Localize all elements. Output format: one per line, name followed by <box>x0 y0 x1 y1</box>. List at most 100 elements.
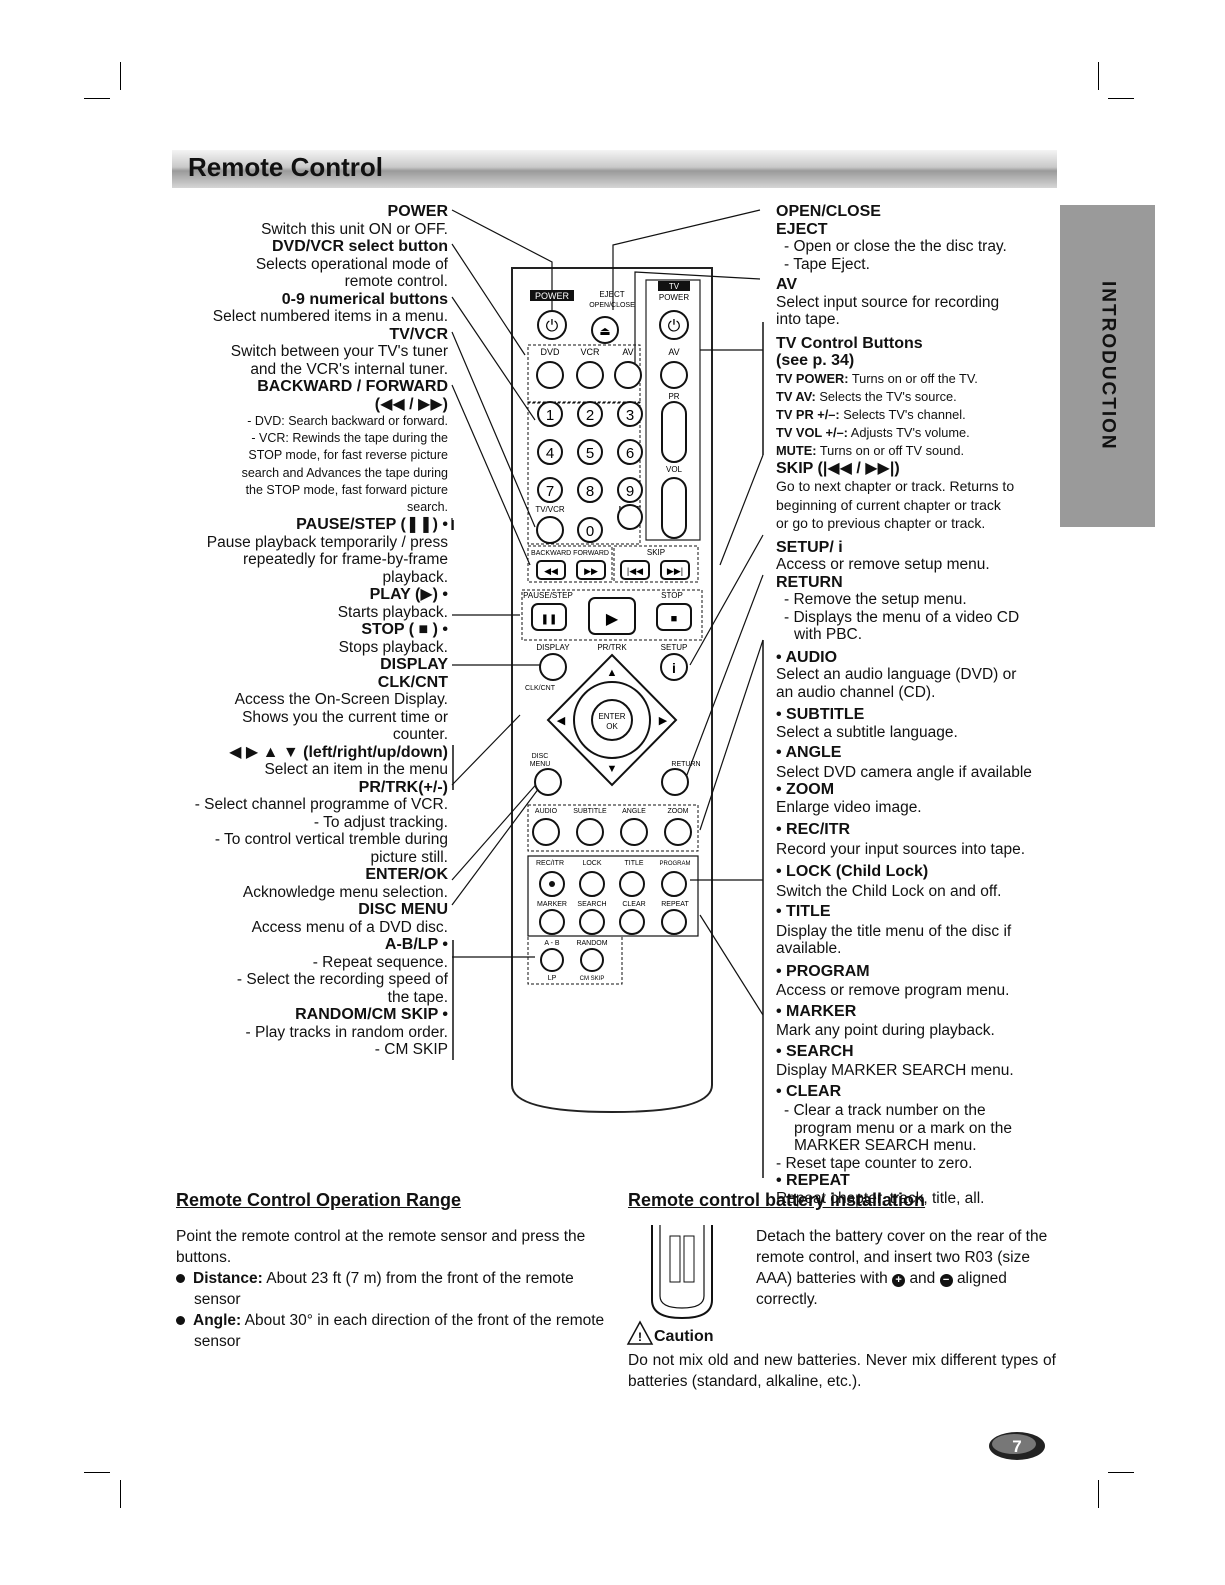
left-label-line: Select an item in the menu <box>264 761 448 779</box>
desc-line: Repeat chapter, track, title, all. <box>776 1189 985 1207</box>
svg-text:▶: ▶ <box>659 715 668 727</box>
remote-tvvcr-label: TV/VCR <box>535 505 565 514</box>
svg-text:▼: ▼ <box>607 763 618 775</box>
left-label-title: POWER <box>387 203 448 220</box>
remote-clear-label: CLEAR <box>622 901 645 908</box>
remote-zoom-label: ZOOM <box>668 808 689 815</box>
desc-line: MARKER SEARCH menu. <box>794 1137 977 1154</box>
desc-line: Select input source for recording <box>776 293 1000 311</box>
remote-menu-label: MENU <box>530 761 551 768</box>
remote-lock-label: LOCK <box>582 860 601 867</box>
left-label-line: Switch between your TV's tuner <box>230 343 448 360</box>
lock-button <box>579 871 605 897</box>
digit-button <box>617 477 643 503</box>
tv-control-desc: Selects TV's channel. <box>839 406 966 422</box>
left-label-line: Shows you the current time or <box>242 708 448 726</box>
skip-fwd-button <box>660 560 690 580</box>
tv-control-desc: Turns on or off the TV. <box>848 370 978 386</box>
left-label-line: - To adjust tracking. <box>313 813 448 831</box>
left-label-title: PR/TRK(+/-) <box>358 778 448 796</box>
battery-and: and <box>909 1270 936 1287</box>
desc-line: - Clear a track number on the <box>784 1102 986 1119</box>
remote-random-label: RANDOM <box>576 940 607 947</box>
vol-rocker <box>661 477 687 539</box>
svg-text:i: i <box>672 660 676 676</box>
label-subtitle: • SUBTITLE <box>776 706 865 723</box>
av-button <box>614 361 642 389</box>
caution-text: Do not mix old and new batteries. Never … <box>628 1352 1056 1390</box>
tv-control-item: TV AV: Selects the TV's source. <box>776 388 1056 406</box>
svg-text:▲: ▲ <box>607 667 618 679</box>
label-title: • TITLE <box>776 903 831 920</box>
tv-control-item: TV PR +/–: Selects TV's channel. <box>776 406 1056 424</box>
program-button <box>661 871 687 897</box>
svg-text:◀◀: ◀◀ <box>544 566 558 576</box>
remote-skip-label: SKIP <box>647 548 665 557</box>
side-tab-label: INTRODUCTION <box>1097 281 1119 451</box>
remote-pause-label: PAUSE/STEP <box>523 591 573 600</box>
left-label-title: TV/VCR <box>389 325 448 343</box>
title-button <box>619 871 645 897</box>
remote-vcr-label: VCR <box>580 347 600 357</box>
left-label-small-line: search and Advances the tape during <box>241 465 448 480</box>
tv-control-desc: Turns on or off TV sound. <box>816 442 965 458</box>
remote-prtrk-label: PR/TRK <box>597 643 627 652</box>
label-marker: • MARKER <box>776 1002 857 1020</box>
section-side-tab: INTRODUCTION <box>1060 205 1155 527</box>
remote-cmskip-label: CM SKIP <box>580 976 605 982</box>
left-label-small-line: search. <box>407 500 448 515</box>
tvvcr-button <box>536 516 564 544</box>
desc-line: Display MARKER SEARCH menu. <box>776 1062 1014 1079</box>
remote-dvd-label: DVD <box>540 347 560 357</box>
page-number-badge: 7 <box>989 1432 1045 1460</box>
digit-button <box>537 401 563 427</box>
angle-button <box>620 818 648 846</box>
desc-line: Display the title menu of the disc if <box>776 922 1012 940</box>
left-label-title: DVD/VCR select button <box>271 238 448 255</box>
rec-button <box>539 871 565 897</box>
left-label-title: ◀ ▶ ▲ ▼ (left/right/up/down) <box>229 743 448 761</box>
distance-text: About 23 ft (7 m) from the front of the … <box>194 1270 574 1308</box>
angle-label: Angle: <box>193 1312 242 1329</box>
dvd-button <box>536 361 564 389</box>
ab-button <box>540 948 564 972</box>
digit-label: 7 <box>546 483 554 500</box>
label-setup: SETUP/ i <box>776 538 843 556</box>
desc-line: Switch the Child Lock on and off. <box>776 882 1002 900</box>
digit-label: 2 <box>586 407 594 424</box>
svg-text:■: ■ <box>671 613 678 625</box>
label-angle: • ANGLE <box>776 744 842 761</box>
left-label-title: RANDOM/CM SKIP • <box>295 1006 448 1024</box>
crop-mark <box>1098 1480 1099 1508</box>
left-label-title: PAUSE/STEP (❚❚) • <box>296 516 448 534</box>
label-zoom: • ZOOM <box>776 781 835 798</box>
tv-panel-outline <box>645 279 701 541</box>
desc-line: beginning of current chapter or track <box>776 496 1001 513</box>
label-lock: • LOCK (Child Lock) <box>776 863 929 880</box>
svg-text:▶▶|: ▶▶| <box>667 566 683 576</box>
tv-control-item: TV POWER: Turns on or off the TV. <box>776 370 1056 388</box>
tv-control-item: TV VOL +/–: Adjusts TV's volume. <box>776 424 1056 442</box>
label-skip: SKIP (|◀◀ / ▶▶|) <box>776 459 900 477</box>
header-bar <box>172 150 1057 188</box>
left-label-line: Stops playback. <box>338 638 448 656</box>
page-number: 7 <box>1012 1437 1021 1456</box>
desc-line: available. <box>776 940 842 957</box>
zoom-button <box>664 818 692 846</box>
battery-compartment-illustration <box>651 1225 713 1320</box>
power-button <box>537 310 567 340</box>
desc-line: - Reset tape counter to zero. <box>776 1154 973 1172</box>
range-intro: Point the remote control at the remote s… <box>176 1228 586 1266</box>
svg-text:▶▶: ▶▶ <box>584 566 598 576</box>
remote-pr-label: PR <box>668 392 679 401</box>
left-label-small-line: STOP mode, for fast reverse picture <box>248 448 448 463</box>
remote-tvav-label: AV <box>668 347 679 357</box>
battery-heading: Remote control battery installation <box>628 1190 926 1210</box>
label-rec-itr: • REC/ITR <box>776 821 851 838</box>
audio-button <box>532 818 560 846</box>
label-audio: • AUDIO <box>776 648 838 666</box>
tv-av-button <box>660 361 688 389</box>
svg-text:⏏: ⏏ <box>599 324 610 338</box>
plus-icon: + <box>892 1274 906 1287</box>
caution-title: Caution <box>654 1328 714 1345</box>
